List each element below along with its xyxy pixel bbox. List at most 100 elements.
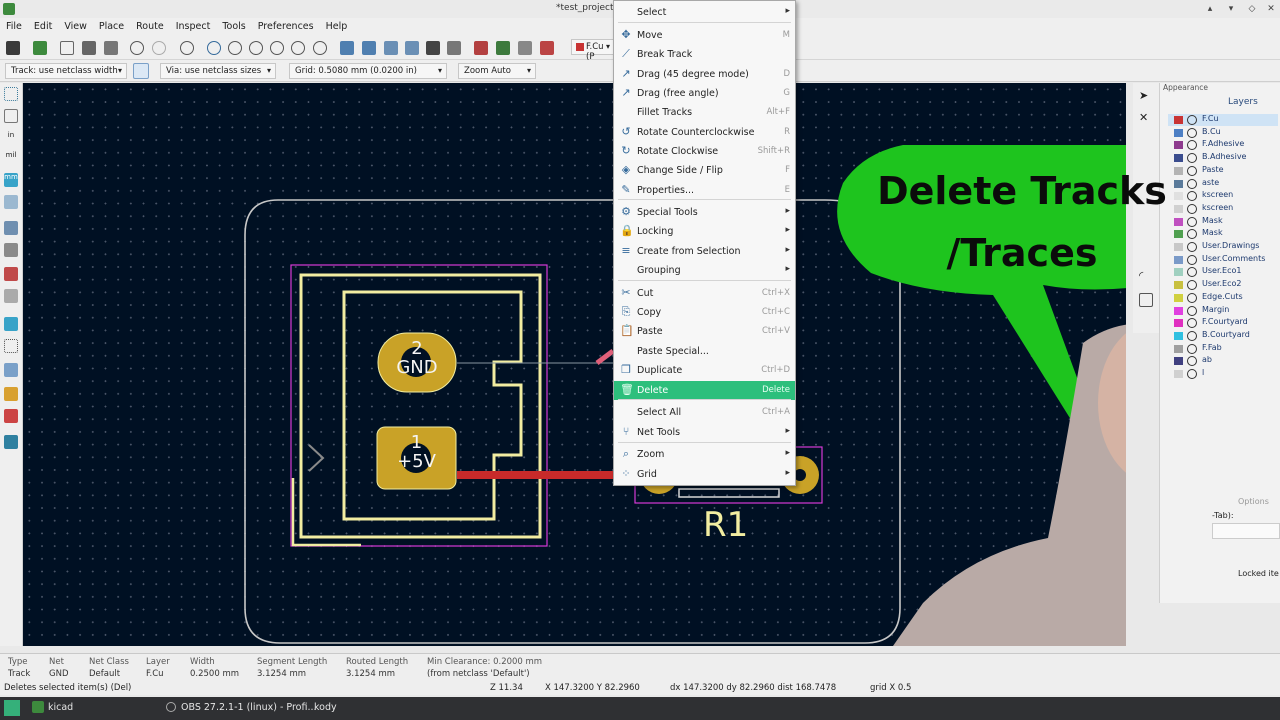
rotate-cw-toolbar-icon[interactable] [362, 41, 376, 55]
layer-color-swatch[interactable] [1174, 204, 1183, 213]
zoom-select[interactable]: Zoom Auto [458, 63, 536, 79]
restore-icon[interactable]: ▾ [1228, 4, 1234, 14]
eye-icon[interactable] [1187, 153, 1197, 164]
menu-item-net-tools[interactable]: ⑂Net Tools▸ [614, 423, 795, 442]
layer-row[interactable]: B.Cu [1168, 127, 1278, 139]
layer-row[interactable]: Margin [1168, 305, 1278, 317]
zoom-objects-icon[interactable] [291, 41, 305, 55]
drc-icon[interactable] [540, 41, 554, 55]
high-contrast-icon[interactable] [4, 317, 18, 331]
find-icon[interactable] [180, 41, 194, 55]
menu-item-grouping[interactable]: Grouping▸ [614, 261, 795, 280]
layer-row[interactable]: Mask [1168, 216, 1278, 228]
unlock-toolbar-icon[interactable] [447, 41, 461, 55]
eye-icon[interactable] [1187, 165, 1197, 176]
refresh-icon[interactable] [207, 41, 221, 55]
menu-place[interactable]: Place [98, 21, 125, 32]
layer-row[interactable]: B.Adhesive [1168, 152, 1278, 164]
plot-icon[interactable] [104, 41, 118, 55]
eye-icon[interactable] [1187, 280, 1197, 291]
eye-icon[interactable] [1187, 229, 1197, 240]
eye-icon[interactable] [1187, 267, 1197, 278]
layer-row[interactable]: Edge.Cuts [1168, 292, 1278, 304]
eye-icon[interactable] [1187, 292, 1197, 303]
layer-row[interactable]: Mask [1168, 228, 1278, 240]
menu-preferences[interactable]: Preferences [257, 21, 314, 32]
eye-icon[interactable] [1187, 369, 1197, 379]
layer-color-swatch[interactable] [1174, 306, 1183, 315]
obs-task-icon[interactable] [166, 702, 176, 712]
menu-view[interactable]: View [64, 21, 87, 32]
eye-icon[interactable] [1187, 356, 1197, 367]
layer-color-swatch[interactable] [1174, 230, 1183, 239]
layer-color-swatch[interactable] [1174, 357, 1183, 366]
menu-item-properties[interactable]: ✎Properties...E [614, 181, 795, 200]
eye-icon[interactable] [1187, 305, 1197, 316]
zoom-out-icon[interactable] [249, 41, 263, 55]
menu-item-paste-special[interactable]: Paste Special... [614, 342, 795, 361]
layer-color-swatch[interactable] [1174, 141, 1183, 150]
eye-icon[interactable] [1187, 127, 1197, 138]
mirror-h-icon[interactable] [384, 41, 398, 55]
maximize-icon[interactable]: ◇ [1248, 4, 1256, 14]
layer-color-swatch[interactable] [1174, 344, 1183, 353]
select-tool-icon[interactable]: ➤ [1139, 89, 1149, 102]
layer-color-swatch[interactable] [1174, 268, 1183, 277]
layer-color-swatch[interactable] [1174, 192, 1183, 201]
grid-toggle-icon[interactable] [4, 87, 18, 101]
kicad-task-icon[interactable] [32, 701, 44, 713]
zoom-fit-icon[interactable] [270, 41, 284, 55]
layer-color-swatch[interactable] [1174, 128, 1183, 137]
layer-color-swatch[interactable] [1174, 243, 1183, 251]
netlist-icon[interactable] [474, 41, 488, 55]
eye-icon[interactable] [1187, 203, 1197, 214]
layer-color-swatch[interactable] [1174, 370, 1183, 378]
zoom-selection-icon[interactable] [313, 41, 327, 55]
menu-item-drag-free-angle[interactable]: ↗Drag (free angle)G [614, 84, 795, 103]
via-outline-icon[interactable] [4, 409, 18, 423]
menu-inspect[interactable]: Inspect [175, 21, 211, 32]
pad-outline-icon[interactable] [4, 387, 18, 401]
menu-item-locking[interactable]: 🔒Locking▸ [614, 222, 795, 241]
rect-tool-icon[interactable] [1139, 293, 1153, 307]
undo-icon[interactable] [130, 41, 144, 55]
layer-row[interactable]: aste [1168, 178, 1278, 190]
layer-row[interactable]: F.Courtyard [1168, 317, 1278, 329]
menu-tools[interactable]: Tools [222, 21, 246, 32]
menu-item-zoom[interactable]: ⌕Zoom▸ [614, 445, 795, 464]
layer-row[interactable]: F.Fab [1168, 343, 1278, 355]
layer-color-swatch[interactable] [1174, 166, 1183, 175]
lock-toolbar-icon[interactable] [426, 41, 440, 55]
layer-row[interactable]: B.Courtyard [1168, 330, 1278, 342]
layer-color-swatch[interactable] [1174, 281, 1183, 290]
menu-item-select[interactable]: Select▸ [614, 3, 795, 22]
local-ratsnest-icon[interactable]: ✕ [1139, 111, 1149, 124]
layer-row[interactable]: ab [1168, 355, 1278, 367]
layer-color-swatch[interactable] [1174, 154, 1183, 163]
layer-row[interactable]: F.Cu [1168, 114, 1278, 126]
board-setup-icon[interactable] [33, 41, 47, 55]
layer-row[interactable]: User.Eco1 [1168, 266, 1278, 278]
layer-row[interactable]: kscreen [1168, 190, 1278, 202]
layers-tab[interactable]: Layers [1228, 97, 1258, 107]
via-size-select[interactable]: Via: use netclass sizes [160, 63, 276, 79]
layer-row[interactable]: User.Comments [1168, 254, 1278, 266]
zoom-in-icon[interactable] [228, 41, 242, 55]
layer-row[interactable]: F.Adhesive [1168, 139, 1278, 151]
options-select[interactable] [1212, 523, 1280, 539]
auto-width-icon[interactable] [133, 63, 149, 79]
mirror-v-icon[interactable] [405, 41, 419, 55]
eye-icon[interactable] [1187, 242, 1197, 252]
layer-row[interactable]: Paste [1168, 165, 1278, 177]
eye-icon[interactable] [1187, 343, 1197, 354]
eye-icon[interactable] [1187, 140, 1197, 151]
menu-route[interactable]: Route [136, 21, 164, 32]
menu-item-create-from-selection[interactable]: ≡Create from Selection▸ [614, 242, 795, 261]
